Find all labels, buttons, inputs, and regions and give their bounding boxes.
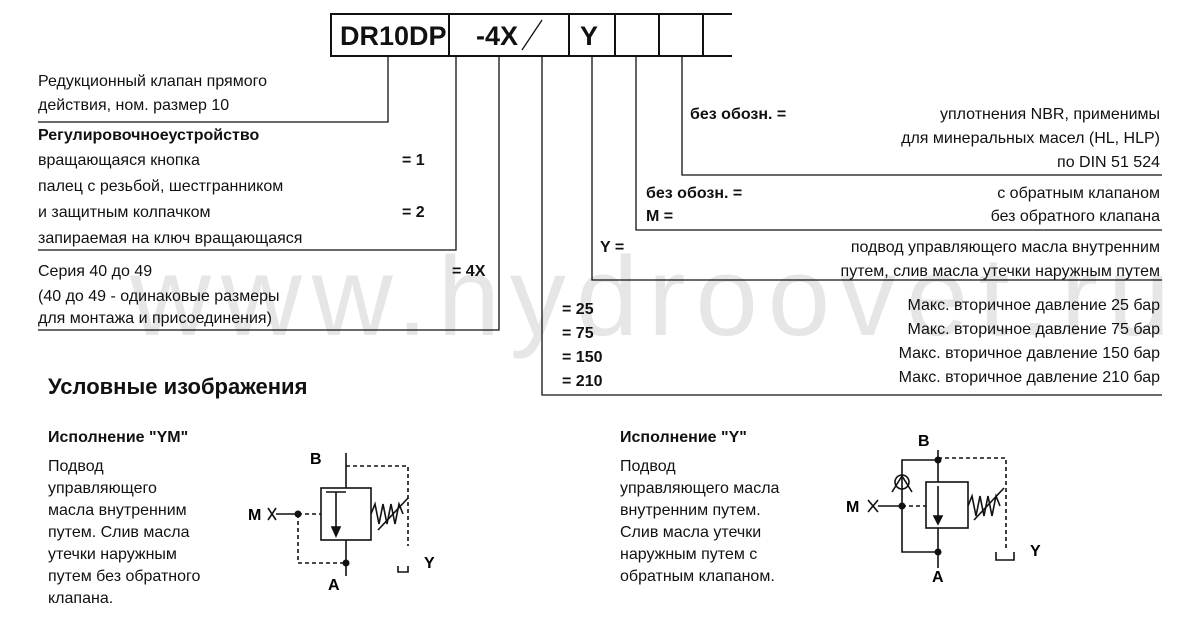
pressure-code-150: = 150: [562, 349, 603, 366]
ym-desc-5: путем без обратного: [48, 568, 201, 585]
series-desc-3: для монтажа и присоединения): [38, 310, 272, 327]
y-port-m: M: [846, 499, 859, 516]
y-desc-1: подвод управляющего масла внутренним: [850, 239, 1160, 256]
ym-desc-4: утечки наружным: [48, 546, 177, 563]
check-code-1: без обозн. =: [646, 185, 743, 202]
symbols-title: Условные изображения: [48, 374, 308, 399]
code-box-empty-3: [702, 13, 732, 57]
y-code: Y =: [600, 239, 625, 256]
seal-code: без обозн. =: [690, 106, 787, 123]
ym-port-y: Y: [424, 555, 435, 572]
y-desc-5: обратным клапаном.: [620, 568, 775, 585]
pressure-desc-75: Макс. вторичное давление 75 бар: [907, 321, 1160, 338]
code-model: DR10DP: [340, 21, 447, 51]
adjust-lock: запираемая на ключ вращающаяся: [38, 230, 303, 247]
pressure-code-210: = 210: [562, 373, 603, 390]
ym-spring: [370, 501, 404, 525]
leader-check: [635, 57, 1162, 231]
ym-title: Исполнение "YM": [48, 429, 189, 446]
ym-desc-2: масла внутренним: [48, 502, 187, 519]
y-desc-4: наружным путем с: [620, 546, 758, 563]
check-code-2: M =: [646, 208, 674, 225]
leader-pressure: [541, 57, 1162, 396]
leader-adjust: [38, 57, 457, 251]
valve-desc-2: действия, ном. размер 10: [38, 97, 230, 114]
watermark: www.hydroovet.ru: [130, 234, 1181, 359]
pressure-desc-210: Макс. вторичное давление 210 бар: [898, 369, 1160, 386]
y-desc-0: Подвод: [620, 458, 676, 475]
series-desc-2: (40 до 49 - одинаковые размеры: [38, 288, 280, 305]
seal-desc-3: по DIN 51 524: [1057, 154, 1160, 171]
adjust-knob-code: = 1: [402, 152, 425, 169]
leader-series: [38, 57, 500, 331]
y-title: Исполнение "Y": [620, 429, 747, 446]
symbol-y: B A M Y: [846, 433, 1041, 586]
valve-desc-1: Редукционный клапан прямого: [38, 73, 267, 90]
ym-valve-body: [320, 487, 372, 541]
ym-desc-0: Подвод: [48, 458, 104, 475]
ym-desc-6: клапана.: [48, 590, 114, 607]
series-desc-1: Серия 40 до 49: [38, 263, 153, 280]
seal-desc-1: уплотнения NBR, применимы: [939, 106, 1160, 123]
series-code: = 4X: [452, 263, 486, 280]
y-desc-2b: внутренним путем.: [620, 502, 761, 519]
leader-y: [591, 57, 1162, 281]
pressure-code-25: = 25: [562, 301, 594, 318]
ym-port-b: B: [310, 451, 322, 468]
y-desc-1b: управляющего масла: [620, 480, 780, 497]
adjust-title: Регулировочноеустройство: [38, 127, 260, 144]
code-slash: [521, 19, 543, 51]
y-valve-body: [925, 481, 969, 529]
adjust-pin-1: палец с резьбой, шестгранником: [38, 178, 284, 195]
check-desc-1: с обратным клапаном: [997, 185, 1160, 202]
y-desc-3: Слив масла утечки: [620, 524, 762, 541]
symbol-ym: B A M Y: [248, 451, 435, 594]
pressure-desc-150: Макс. вторичное давление 150 бар: [898, 345, 1160, 362]
leader-seal: [681, 57, 1162, 176]
adjust-pin-2: и защитным колпачком: [38, 204, 211, 221]
y-port-y: Y: [1030, 543, 1041, 560]
pressure-code-75: = 75: [562, 325, 594, 342]
ym-desc-3: путем. Слив масла: [48, 524, 190, 541]
code-series: -4X: [476, 21, 519, 51]
seal-desc-2: для минеральных масел (HL, HLP): [901, 130, 1160, 147]
y-port-a: A: [932, 569, 944, 586]
y-port-b: B: [918, 433, 930, 450]
code-option: Y: [580, 21, 599, 51]
y-spring: [967, 493, 1001, 517]
pressure-desc-25: Макс. вторичное давление 25 бар: [907, 297, 1160, 314]
check-desc-2: без обратного клапана: [990, 208, 1160, 225]
y-desc-2: путем, слив масла утечки наружным путем: [840, 263, 1160, 280]
adjust-knob: вращающаяся кнопка: [38, 152, 200, 169]
adjust-pin-code: = 2: [402, 204, 425, 221]
ym-port-m: M: [248, 507, 261, 524]
ym-port-a: A: [328, 577, 340, 594]
leader-valve: [38, 57, 389, 123]
ym-desc-1: управляющего: [48, 480, 157, 497]
